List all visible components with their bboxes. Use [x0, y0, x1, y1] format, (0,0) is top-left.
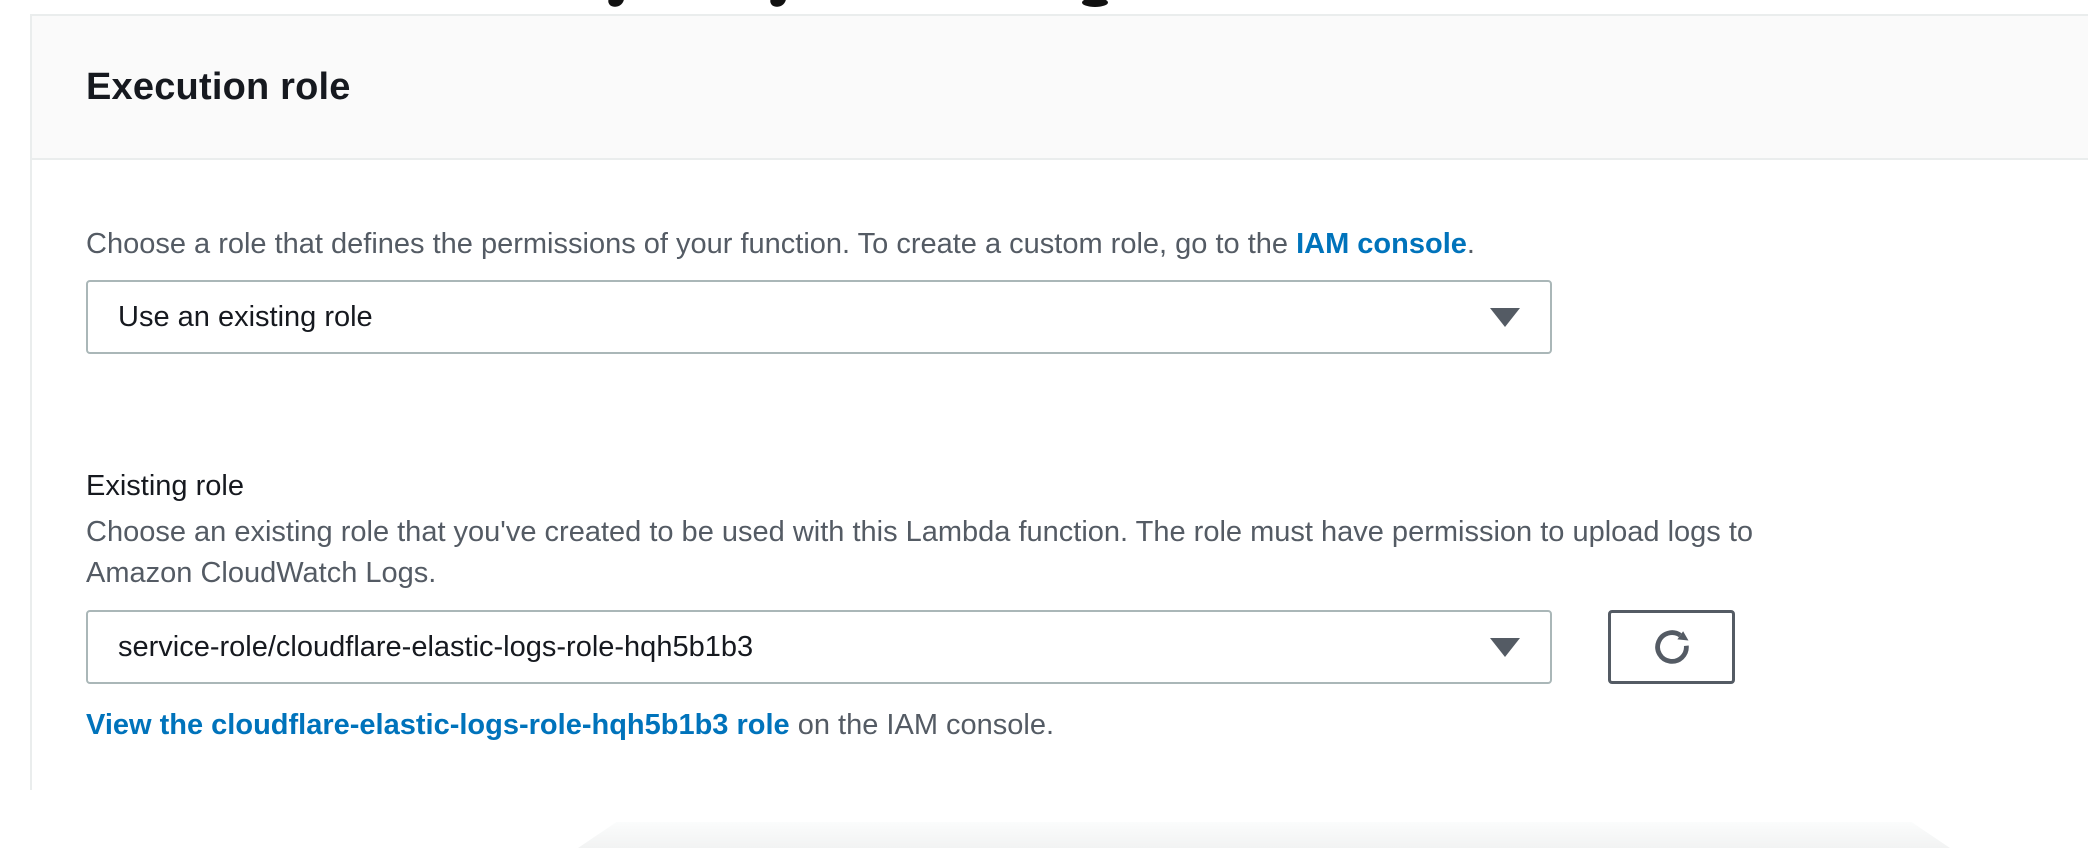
- caret-down-icon: [1490, 638, 1520, 657]
- cropped-text-fragment: [607, 0, 624, 9]
- role-source-select-value: Use an existing role: [118, 300, 373, 333]
- caret-down-icon: [1490, 308, 1520, 327]
- view-role-link[interactable]: View the cloudflare-elastic-logs-role-hq…: [86, 709, 790, 741]
- existing-role-label: Existing role: [86, 470, 244, 502]
- execution-role-section: Execution role Choose a role that define…: [30, 14, 2088, 790]
- intro-text-before-link: Choose a role that defines the permissio…: [86, 228, 1297, 260]
- existing-role-row: service-role/cloudflare-elastic-logs-rol…: [86, 610, 2062, 684]
- next-panel-top-edge: [578, 822, 1950, 848]
- section-body: Choose a role that defines the permissio…: [32, 224, 2088, 744]
- existing-role-description: Choose an existing role that you've crea…: [86, 512, 2062, 594]
- intro-text: Choose a role that defines the permissio…: [86, 224, 2062, 264]
- existing-role-description-line1: Choose an existing role that you've crea…: [86, 516, 1754, 548]
- view-role-suffix: on the IAM console.: [789, 709, 1055, 741]
- cropped-text-fragment: [1082, 0, 1108, 7]
- iam-console-link[interactable]: IAM console: [1296, 228, 1467, 260]
- cropped-text-fragment: [769, 0, 786, 9]
- existing-role-select[interactable]: service-role/cloudflare-elastic-logs-rol…: [86, 610, 1552, 684]
- role-source-select[interactable]: Use an existing role: [86, 280, 1552, 354]
- intro-text-after-link: .: [1466, 228, 1475, 260]
- section-title: Execution role: [86, 65, 351, 108]
- refresh-button[interactable]: [1608, 610, 1735, 684]
- section-header: Execution role: [32, 16, 2088, 160]
- existing-role-select-value: service-role/cloudflare-elastic-logs-rol…: [118, 630, 754, 663]
- view-role-line: View the cloudflare-elastic-logs-role-hq…: [86, 706, 2062, 744]
- refresh-icon: [1654, 630, 1689, 664]
- existing-role-description-line2: Amazon CloudWatch Logs.: [86, 557, 437, 589]
